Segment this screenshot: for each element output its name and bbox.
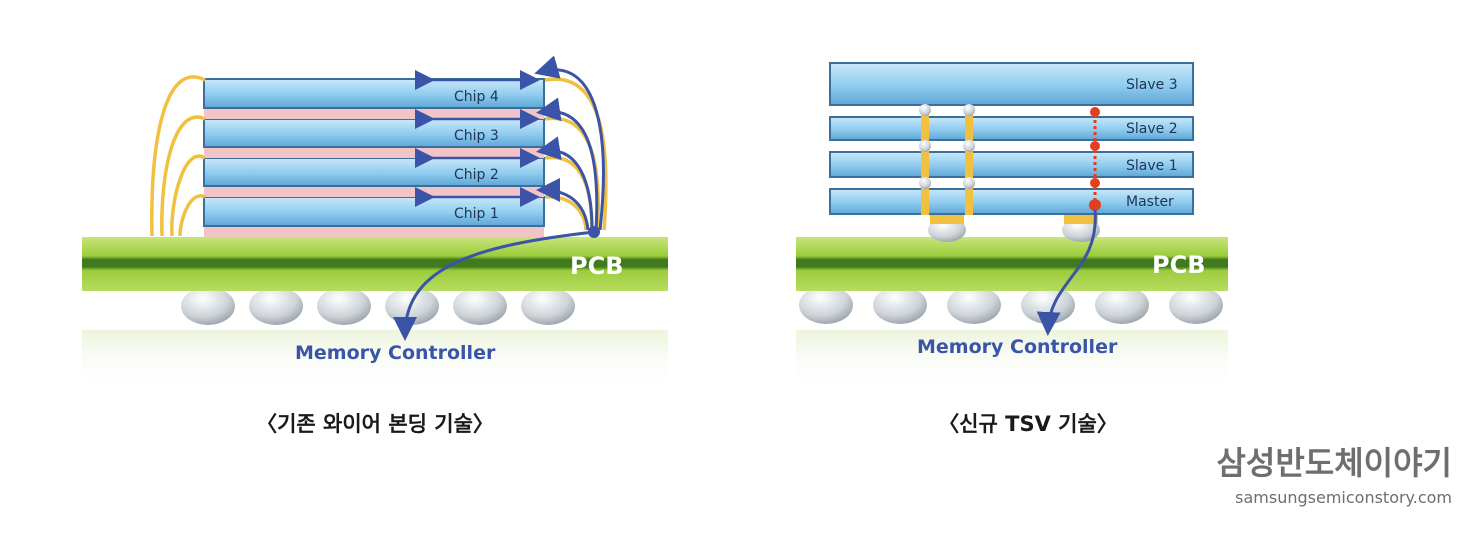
left-controller-arrow <box>393 230 595 341</box>
master-bumps <box>928 214 1100 242</box>
layer-slave-1 <box>829 151 1194 178</box>
left-caption: 〈기존 와이어 본딩 기술〉 <box>256 412 494 436</box>
chip-2-label: Chip 2 <box>454 167 499 183</box>
layer-master <box>829 188 1194 215</box>
right-controller-arrow <box>1036 209 1097 336</box>
left-pcb <box>82 237 668 291</box>
brand-watermark: 삼성반도체이야기 samsungsemiconstory.com <box>1216 444 1452 507</box>
left-solder-balls <box>181 287 575 325</box>
left-pcb-label: PCB <box>570 252 624 280</box>
tsv-layer-stack: Slave 3 Slave 2 Slave 1 Master <box>829 62 1194 215</box>
left-chip-arrows <box>415 70 540 207</box>
right-caption: 〈신규 TSV 기술〉 <box>938 412 1118 436</box>
chip-3-label: Chip 3 <box>454 128 499 144</box>
brand-site: samsungsemiconstory.com <box>1235 488 1452 507</box>
left-memory-controller-label: Memory Controller <box>295 342 496 364</box>
tsv-diagram: PCB Slave 3 Slave 2 Slave 1 Master <box>796 62 1228 436</box>
brand-title: 삼성반도체이야기 <box>1216 444 1452 482</box>
tsv-vias <box>919 104 975 215</box>
layer-slave-2 <box>829 116 1194 141</box>
slave-3-label: Slave 3 <box>1126 77 1178 93</box>
slave-1-label: Slave 1 <box>1126 158 1178 174</box>
chip-1-label: Chip 1 <box>454 206 499 222</box>
wire-bonding-diagram: PCB Chip 4 Chip 3 Chip 2 Chip 1 <box>82 55 668 436</box>
master-label: Master <box>1126 194 1174 210</box>
layer-slave-3 <box>829 62 1194 106</box>
right-pcb-label: PCB <box>1152 251 1206 279</box>
right-reflection <box>796 330 1228 390</box>
chip-4-label: Chip 4 <box>454 89 499 105</box>
right-pcb <box>796 237 1228 291</box>
right-bonding-wires <box>534 55 608 238</box>
left-reflection <box>82 330 668 390</box>
left-bonding-wires-yellow <box>150 75 206 237</box>
right-memory-controller-label: Memory Controller <box>917 336 1118 358</box>
tsv-signal-path <box>1089 107 1101 211</box>
left-chip-stack: Chip 4 Chip 3 Chip 2 Chip 1 <box>203 78 545 237</box>
right-solder-balls <box>799 286 1223 324</box>
slave-2-label: Slave 2 <box>1126 121 1178 137</box>
chip-4 <box>203 78 545 109</box>
